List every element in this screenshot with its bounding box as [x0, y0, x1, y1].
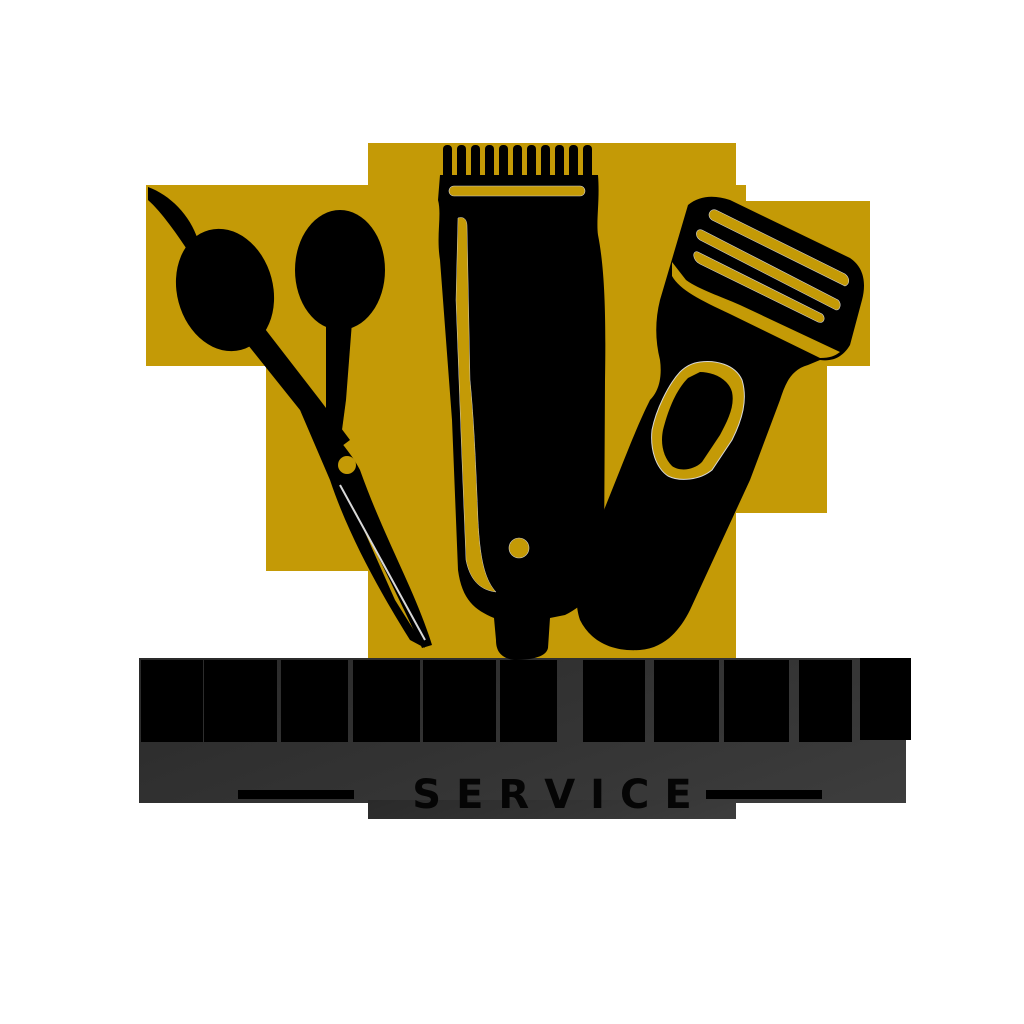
scissors-icon [148, 187, 432, 648]
electric-shaver-icon [576, 196, 865, 651]
title-letter-block [281, 660, 348, 742]
subtitle-text: SERVICE [412, 772, 707, 818]
subtitle-rule-left [238, 790, 354, 799]
title-letter-block [583, 660, 645, 742]
title-letter-block [353, 660, 420, 742]
title-letter-block [204, 660, 277, 742]
title-band-notch [368, 800, 736, 819]
title-letter-block [724, 660, 789, 742]
title-letter-block [799, 660, 852, 742]
title-letter-block [500, 660, 557, 742]
hair-clipper-icon [438, 145, 606, 660]
title-letter-block [141, 660, 203, 742]
title-letter-block [423, 660, 496, 742]
title-letter-block [654, 660, 719, 742]
subtitle-container: SERVICE [368, 770, 736, 820]
title-letter-block [860, 658, 911, 740]
subtitle-rule-right [706, 790, 822, 799]
